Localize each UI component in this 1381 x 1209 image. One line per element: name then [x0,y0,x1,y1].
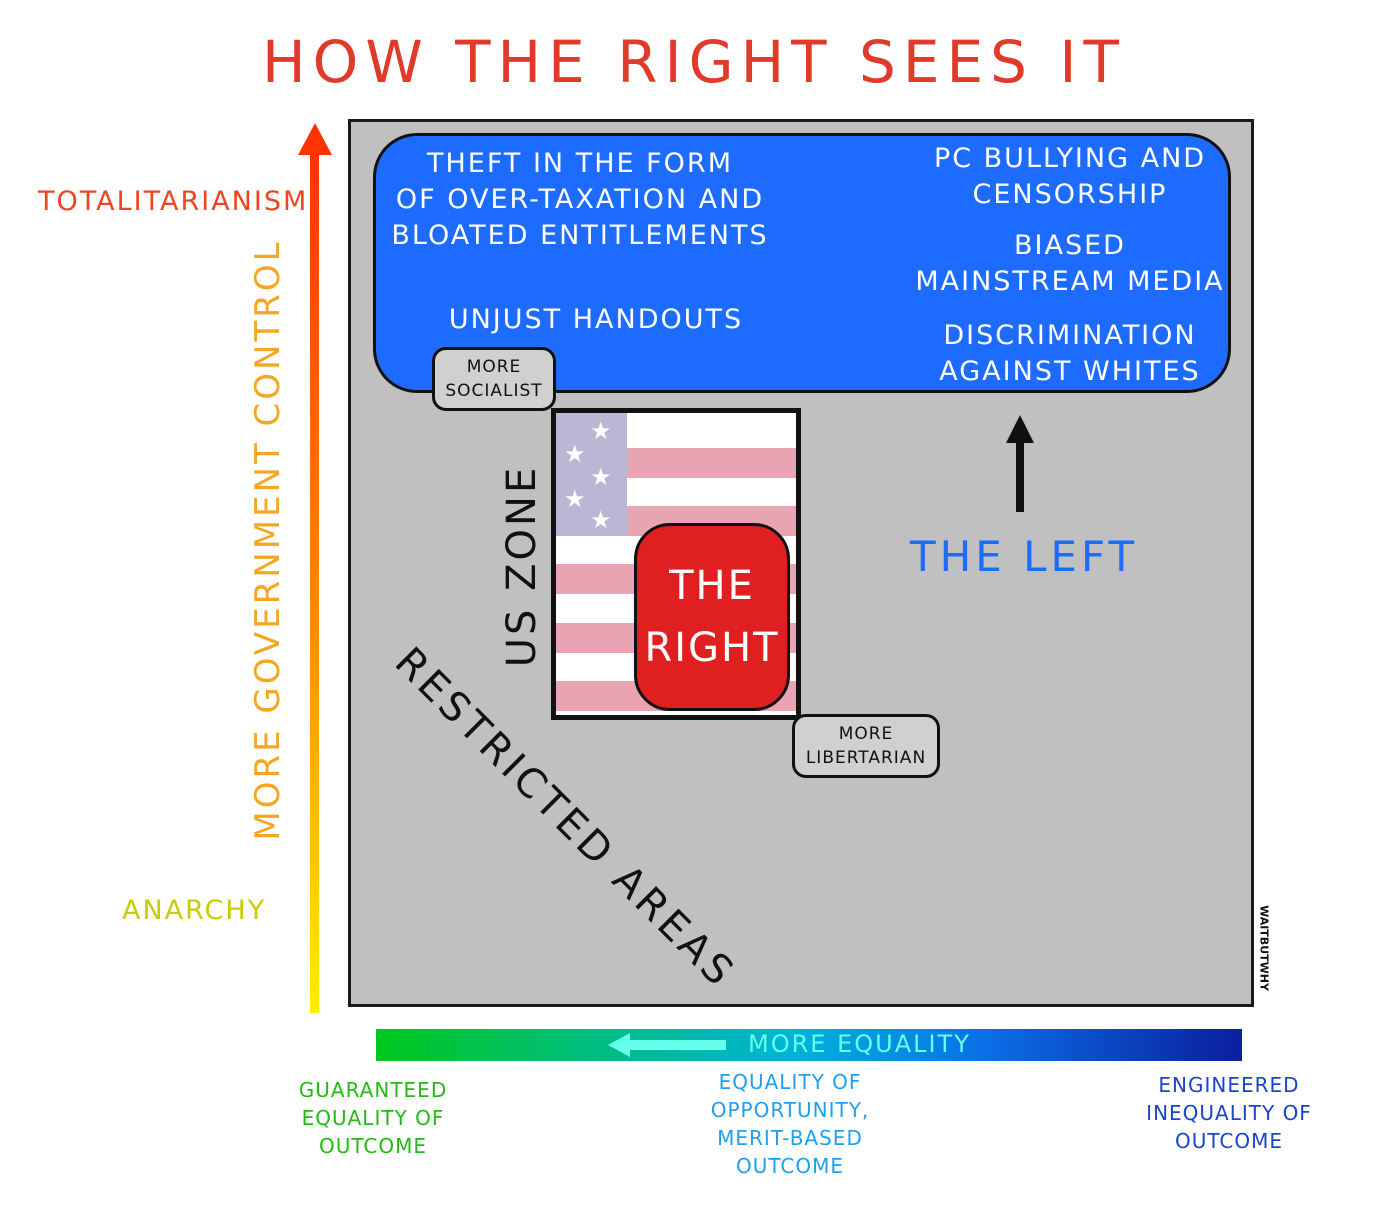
more-libertarian-pill: MORE LIBERTARIAN [792,714,940,778]
left-pointer-arrow [1016,440,1024,512]
the-right-line: RIGHT [644,625,780,671]
pill-line: MORE [466,357,522,377]
theft-line: THEFT IN THE FORM [426,148,733,179]
theft-text: THEFT IN THE FORM OF OVER-TAXATION AND B… [384,146,776,254]
star-icon: ★ [590,463,612,491]
handouts-text: UNJUST HANDOUTS [448,304,744,335]
us-zone-label: US ZONE [499,464,545,668]
x-axis-left-label: GUARANTEED EQUALITY OF OUTCOME [298,1078,448,1158]
page-title: HOW THE RIGHT SEES IT [262,28,1126,96]
media-text: BIASED MAINSTREAM MEDIA [900,228,1240,300]
the-right-line: THE [669,563,755,609]
theft-line: BLOATED ENTITLEMENTS [391,220,769,251]
y-axis-top-label: TOTALITARIANISM [38,186,309,217]
y-axis-title: MORE GOVERNMENT CONTROL [248,239,288,841]
the-left-label: THE LEFT [910,532,1139,581]
x-axis-title: MORE EQUALITY [748,1030,971,1058]
up-arrow-icon [298,123,332,155]
star-icon: ★ [564,440,586,468]
x-axis-bar [376,1029,1242,1061]
pill-line: SOCIALIST [445,381,543,401]
theft-line: OF OVER-TAXATION AND [395,184,765,215]
the-right-box: THE RIGHT [634,523,790,711]
pc-line: CENSORSHIP [972,179,1168,210]
y-axis-arrow [310,152,319,1013]
star-icon: ★ [590,417,612,445]
x-axis-middle-label: EQUALITY OF OPPORTUNITY, MERIT-BASED OUT… [710,1070,870,1178]
discrimination-text: DISCRIMINATION AGAINST WHITES [900,318,1240,390]
more-socialist-pill: MORE SOCIALIST [432,347,556,411]
media-line: BIASED [1014,230,1126,261]
y-axis-bottom-label: ANARCHY [122,895,267,926]
signature: WAITBUTWHY [1257,905,1271,991]
pc-line: PC BULLYING AND [933,143,1207,174]
discrimination-line: DISCRIMINATION [943,320,1197,351]
media-line: MAINSTREAM MEDIA [915,266,1225,297]
star-icon: ★ [590,506,612,534]
x-axis-right-label: ENGINEERED INEQUALITY OF OUTCOME [1146,1073,1312,1153]
up-arrow-icon [1006,415,1034,443]
left-arrow-icon [608,1033,630,1057]
pill-line: LIBERTARIAN [805,748,927,768]
x-axis-arrow [628,1040,726,1050]
flag-canton: ★ ★ ★ ★ ★ [556,413,627,536]
pill-line: MORE [838,724,894,744]
discrimination-line: AGAINST WHITES [939,356,1201,387]
pc-bullying-text: PC BULLYING AND CENSORSHIP [900,141,1240,213]
star-icon: ★ [564,485,586,513]
